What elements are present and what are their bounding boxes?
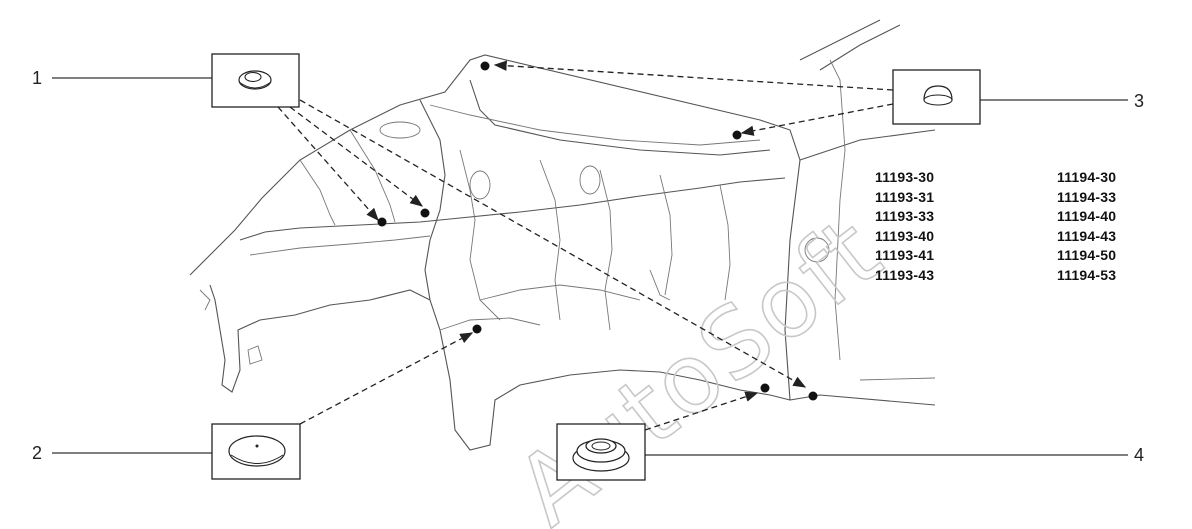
mount-point-3a <box>480 61 490 71</box>
part-codes-left: 11193-30 11193-31 11193-33 11193-40 1119… <box>875 168 934 286</box>
arrow-3a <box>493 60 894 91</box>
part-code: 11193-31 <box>875 188 935 205</box>
mount-point-3b <box>732 130 742 140</box>
plug-icon-2 <box>228 435 286 467</box>
arrow-1c <box>299 99 807 388</box>
part-code: 11194-50 <box>1057 247 1117 264</box>
mounting-points <box>377 61 818 401</box>
part-codes-right: 11194-30 11194-33 11194-40 11194-43 1119… <box>1057 168 1116 286</box>
arrow-1b <box>289 106 424 207</box>
mount-point-1b <box>420 208 430 218</box>
callout-number-3: 3 <box>1134 91 1144 111</box>
part-code: 11193-33 <box>875 208 935 225</box>
part-code: 11194-43 <box>1057 227 1117 244</box>
arrow-1a <box>277 106 379 221</box>
part-code: 11193-30 <box>875 169 935 185</box>
arrow-3b <box>740 103 894 136</box>
mount-point-4 <box>760 383 770 393</box>
callout-number-2: 2 <box>32 443 42 463</box>
part-code: 11194-53 <box>1057 266 1117 283</box>
dashed-arrows <box>277 60 894 431</box>
grommet-icon-1 <box>238 70 272 90</box>
callout-number-1: 1 <box>32 68 42 88</box>
car-body-outline <box>189 19 936 451</box>
part-code: 11193-40 <box>875 227 935 244</box>
cap-icon-3 <box>923 85 953 106</box>
mount-point-1c <box>808 391 818 401</box>
arrow-2 <box>299 332 474 425</box>
mount-point-1a <box>377 217 387 227</box>
part-code: 11194-40 <box>1057 208 1117 225</box>
callout-number-4: 4 <box>1134 445 1144 465</box>
part-code: 11194-33 <box>1057 188 1117 205</box>
mount-point-2 <box>472 324 482 334</box>
part-code: 11193-41 <box>875 247 935 264</box>
part-code: 11194-30 <box>1057 169 1117 185</box>
ring-grommet-icon-4 <box>572 438 630 472</box>
part-code: 11193-43 <box>875 266 935 283</box>
